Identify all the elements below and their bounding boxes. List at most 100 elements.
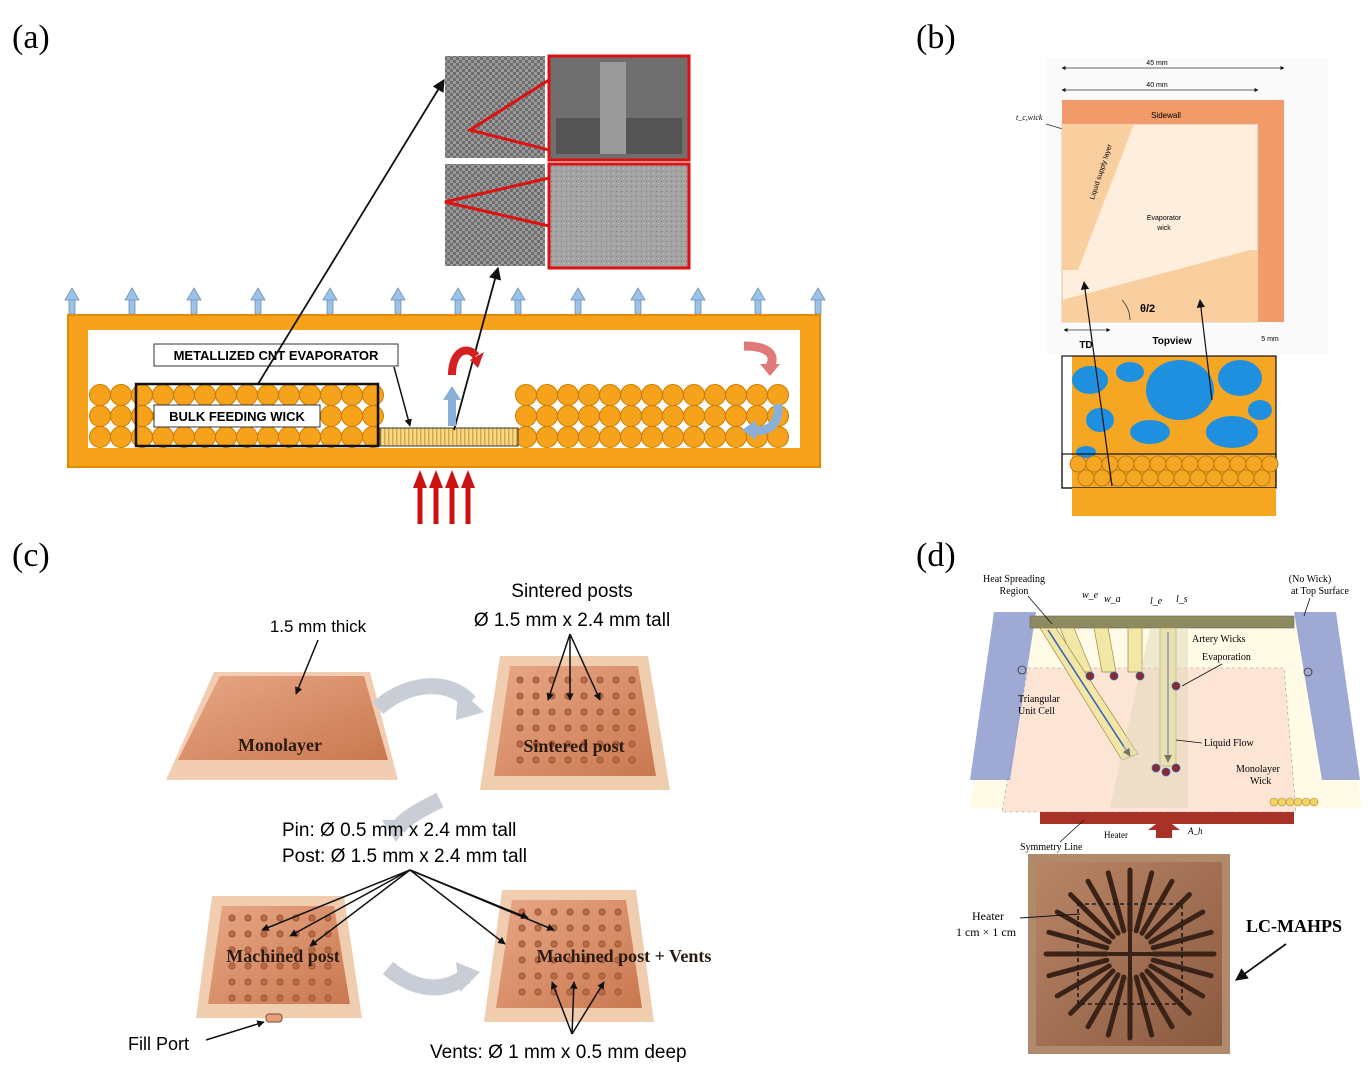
heat-arrow-shaft <box>465 486 471 524</box>
post-dot <box>566 908 574 916</box>
wick-bead <box>578 426 600 448</box>
vapor-arrow-head <box>750 287 766 301</box>
wick-bead <box>194 426 216 448</box>
wick-bead <box>215 384 237 406</box>
condensation-arrow <box>743 341 777 369</box>
post-dot <box>566 940 574 948</box>
wick-bead <box>362 384 384 406</box>
liquid-blob <box>1076 446 1096 458</box>
wick-bead <box>683 426 705 448</box>
post-dot <box>582 972 590 980</box>
bead <box>1245 455 1263 473</box>
wick-bead <box>110 384 132 406</box>
post-dot <box>612 692 620 700</box>
wick-bead <box>641 426 663 448</box>
wick-bead <box>704 426 726 448</box>
artery-groove <box>1105 870 1127 934</box>
wick-bead <box>173 384 195 406</box>
ls-label: l_s <box>1176 594 1188 605</box>
wick-thickness-label: t_c,wick <box>1016 113 1043 122</box>
post-dot <box>566 924 574 932</box>
post-dot <box>244 930 252 938</box>
dim-5mm-label: 5 mm <box>1261 336 1279 343</box>
bead <box>1109 469 1127 487</box>
post-dot <box>228 994 236 1002</box>
wick-bead <box>578 384 600 406</box>
bead <box>1173 469 1191 487</box>
post-dot <box>550 908 558 916</box>
artery-groove <box>1085 972 1121 1030</box>
wick-bead <box>536 426 558 448</box>
wick-bead <box>599 426 621 448</box>
post-dot <box>516 708 524 716</box>
wick-bead <box>704 405 726 427</box>
post-dot <box>260 994 268 1002</box>
sidewall-right <box>1258 100 1284 322</box>
artery-groove <box>1068 968 1116 1016</box>
angle-label: θ/2 <box>1140 303 1155 315</box>
artery-groove <box>1133 974 1155 1038</box>
artery-groove <box>1144 968 1192 1016</box>
bead <box>1149 455 1167 473</box>
dim-40mm-label: 40 mm <box>1146 82 1168 89</box>
vapor-arrow-head <box>630 287 646 301</box>
symmetry-label: Symmetry Line <box>1020 842 1083 853</box>
sem-mesh-top <box>445 56 545 158</box>
wick-bead <box>515 384 537 406</box>
bead <box>1085 455 1103 473</box>
post-dot <box>566 988 574 996</box>
wick-bead <box>236 426 258 448</box>
post-dot <box>548 708 556 716</box>
post-dot <box>324 962 332 970</box>
heat-arrow-shaft <box>417 486 423 524</box>
artery-groove <box>1148 963 1206 999</box>
pin-post-pointer <box>309 869 411 947</box>
wick-bead <box>662 426 684 448</box>
post-dot <box>244 994 252 1002</box>
artery-wick-2 <box>1093 627 1117 673</box>
monolayer-beads <box>1269 797 1319 807</box>
artery-groove <box>1150 957 1214 979</box>
td-label: TD <box>1079 340 1092 351</box>
post-dot <box>612 724 620 732</box>
post-dot <box>244 946 252 954</box>
wick-bead <box>599 405 621 427</box>
post-dot <box>598 956 606 964</box>
evaporation-points <box>1085 671 1181 777</box>
post-dot <box>308 994 316 1002</box>
artery-groove <box>1139 878 1175 936</box>
post-dot <box>532 724 540 732</box>
bead <box>1133 455 1151 473</box>
wick-bead <box>341 426 363 448</box>
liquid-blob <box>1146 360 1214 420</box>
post-dot <box>324 978 332 986</box>
machined-vents-label: Machined post + Vents <box>537 946 712 966</box>
wick-bead <box>515 405 537 427</box>
machined-post-label: Machined post <box>226 946 340 966</box>
post-dot <box>308 962 316 970</box>
liquid-blob <box>1248 400 1272 420</box>
wick-bead <box>215 426 237 448</box>
artery-groove <box>1085 878 1121 936</box>
pin-post-pointer <box>289 869 411 937</box>
bead <box>1141 469 1159 487</box>
wick-bead <box>725 384 747 406</box>
evaporator-wick-label-2: wick <box>1156 225 1171 232</box>
post-dot <box>580 724 588 732</box>
lower-supply-region <box>1062 250 1258 322</box>
post-dot <box>582 988 590 996</box>
evaporation-dot <box>1109 671 1119 681</box>
wick-bead <box>299 426 321 448</box>
machined-vent-posts <box>518 908 622 996</box>
artery-groove <box>1054 909 1112 945</box>
post-dot <box>244 962 252 970</box>
bead <box>1229 455 1247 473</box>
post-dot <box>566 956 574 964</box>
wick-bead <box>110 405 132 427</box>
zoom-pointer-left <box>1080 281 1113 487</box>
heat-input-arrows <box>413 470 475 524</box>
bead <box>1253 469 1271 487</box>
post-dot <box>614 924 622 932</box>
pin-post-pointer <box>261 869 411 931</box>
liquid-blob <box>1086 408 1114 432</box>
